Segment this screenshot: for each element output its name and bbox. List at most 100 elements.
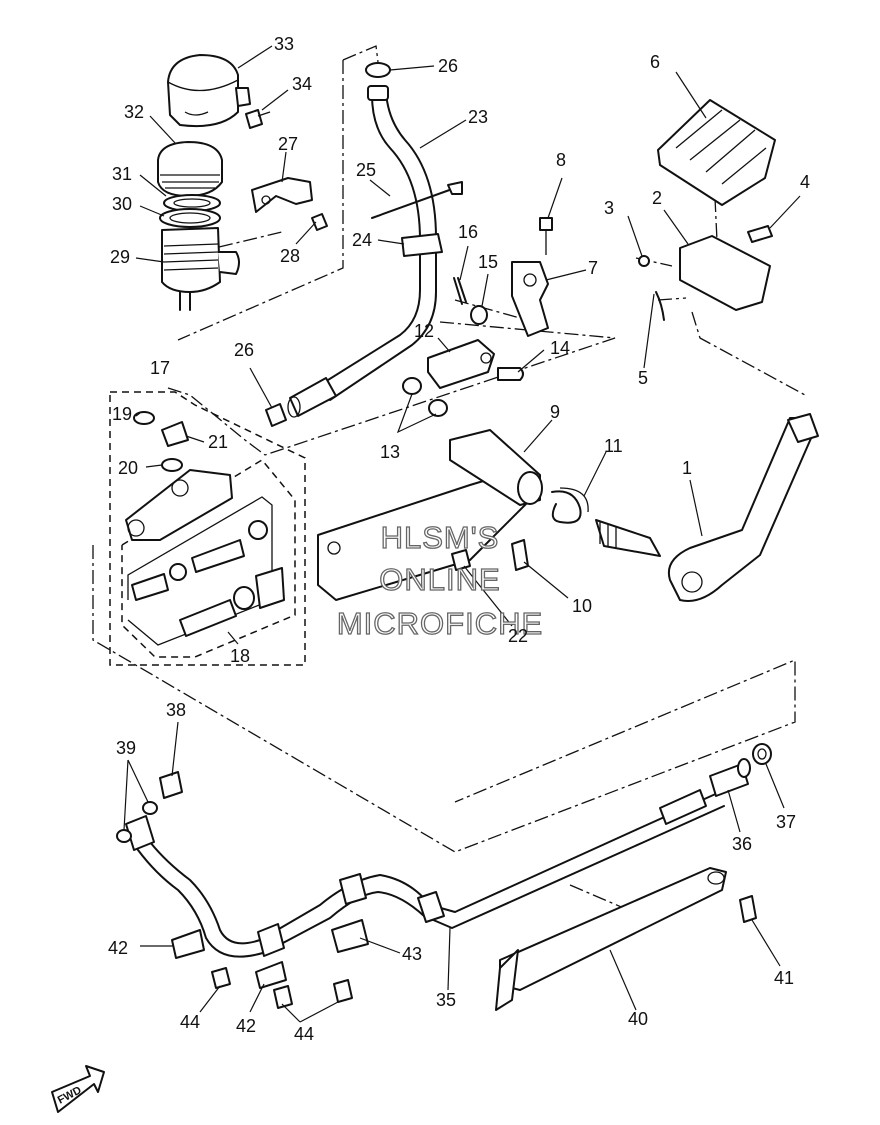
washer-15 xyxy=(470,305,488,325)
callout-37: 37 xyxy=(776,812,796,832)
callout-35: 35 xyxy=(436,990,456,1010)
callout-27: 27 xyxy=(278,134,298,154)
callout-13: 13 xyxy=(380,442,400,462)
clip-5 xyxy=(655,291,665,321)
lever-7 xyxy=(511,261,549,337)
reservoir-body-29 xyxy=(161,227,240,311)
screw-34 xyxy=(245,109,271,129)
forward-arrow-icon: FWD xyxy=(51,1065,105,1113)
callout-43: 43 xyxy=(402,944,422,964)
cotter-pin-16 xyxy=(453,277,467,305)
callout-9: 9 xyxy=(550,402,560,422)
guard-40 xyxy=(495,867,727,1011)
callout-28: 28 xyxy=(280,246,300,266)
callout-44b: 44 xyxy=(294,1024,314,1044)
callout-14: 14 xyxy=(550,338,570,358)
bolt-38 xyxy=(159,771,183,799)
clamp-42b xyxy=(255,961,287,989)
brake-hose-35 xyxy=(125,789,725,958)
callout-20: 20 xyxy=(118,458,138,478)
callout-7: 7 xyxy=(588,258,598,278)
callout-numbers: 33 34 32 27 31 30 29 28 26 23 25 24 16 1… xyxy=(108,34,810,1044)
fitting-36 xyxy=(709,758,751,797)
callout-42a: 42 xyxy=(108,938,128,958)
callout-31: 31 xyxy=(112,164,132,184)
callout-4: 4 xyxy=(800,172,810,192)
callout-38: 38 xyxy=(166,700,186,720)
pedal-arm-1 xyxy=(668,413,819,602)
callout-18: 18 xyxy=(230,646,250,666)
washers-39 xyxy=(116,801,158,843)
watermark-line1: HLSM'S xyxy=(381,520,500,555)
pedal-bracket-2 xyxy=(679,235,771,311)
callout-2: 2 xyxy=(652,188,662,208)
bolt-10 xyxy=(511,539,529,571)
master-cylinder-17 xyxy=(125,469,233,541)
callout-8: 8 xyxy=(556,150,566,170)
piston-kit-18 xyxy=(131,520,285,637)
callout-6: 6 xyxy=(650,52,660,72)
bushing-13b xyxy=(428,399,448,417)
callout-26b: 26 xyxy=(234,340,254,360)
callout-44a: 44 xyxy=(180,1012,200,1032)
bracket-27 xyxy=(251,177,313,213)
pin-3 xyxy=(638,255,650,267)
callout-25: 25 xyxy=(356,160,376,180)
bolt-8 xyxy=(539,217,553,255)
pedal-pad-6 xyxy=(657,99,776,206)
callout-21: 21 xyxy=(208,432,228,452)
clamp-26-lower xyxy=(265,403,287,427)
bolt-41 xyxy=(739,895,757,923)
clamp-26-top xyxy=(365,62,391,78)
callout-12: 12 xyxy=(414,321,434,341)
diaphragm-31 xyxy=(163,194,221,212)
callout-17: 17 xyxy=(150,358,170,378)
reservoir-lid-32 xyxy=(157,141,223,197)
leader-lines xyxy=(123,45,801,1023)
callout-40: 40 xyxy=(628,1009,648,1029)
shaft-1 xyxy=(595,519,661,557)
callout-11: 11 xyxy=(604,436,623,456)
subassembly-boxes xyxy=(109,391,306,666)
spring-11 xyxy=(551,487,589,524)
clamp-24 xyxy=(401,233,443,257)
clamp-43 xyxy=(331,919,369,953)
bolts-44 xyxy=(211,967,353,1009)
pin-4 xyxy=(747,225,773,243)
gasket-30 xyxy=(159,208,221,228)
callout-24: 24 xyxy=(352,230,372,250)
callout-42b: 42 xyxy=(236,1016,256,1036)
hose-23 xyxy=(287,85,437,418)
watermark-line2: ONLINE xyxy=(379,562,500,597)
callout-32: 32 xyxy=(124,102,144,122)
callout-33: 33 xyxy=(274,34,294,54)
callout-23: 23 xyxy=(468,107,488,127)
callout-19: 19 xyxy=(112,404,132,424)
reservoir-cap-33 xyxy=(167,54,251,128)
clamp-42a xyxy=(171,929,205,959)
callout-41: 41 xyxy=(774,968,794,988)
pin-14 xyxy=(497,367,524,381)
callout-26a: 26 xyxy=(438,56,458,76)
callout-5: 5 xyxy=(638,368,648,388)
watermark-line3: MICROFICHE xyxy=(337,606,543,641)
callout-22: 22 xyxy=(508,626,528,646)
washer-37 xyxy=(752,743,772,765)
bolt-22 xyxy=(451,549,471,571)
callout-1: 1 xyxy=(682,458,692,478)
pedal-housing-9 xyxy=(317,429,543,601)
screw-28 xyxy=(311,213,328,231)
callout-29: 29 xyxy=(110,247,130,267)
joint-12 xyxy=(427,339,495,389)
clip-25 xyxy=(371,181,463,219)
callout-16: 16 xyxy=(458,222,478,242)
callout-30: 30 xyxy=(112,194,132,214)
watermark: HLSM'S ONLINE MICROFICHE xyxy=(336,519,543,641)
callout-36: 36 xyxy=(732,834,752,854)
assembly-boundary-lines xyxy=(92,45,806,916)
bushing-13a xyxy=(402,377,422,395)
banjo-19-21 xyxy=(133,411,189,472)
callout-15: 15 xyxy=(478,252,498,272)
callout-10: 10 xyxy=(572,596,592,616)
